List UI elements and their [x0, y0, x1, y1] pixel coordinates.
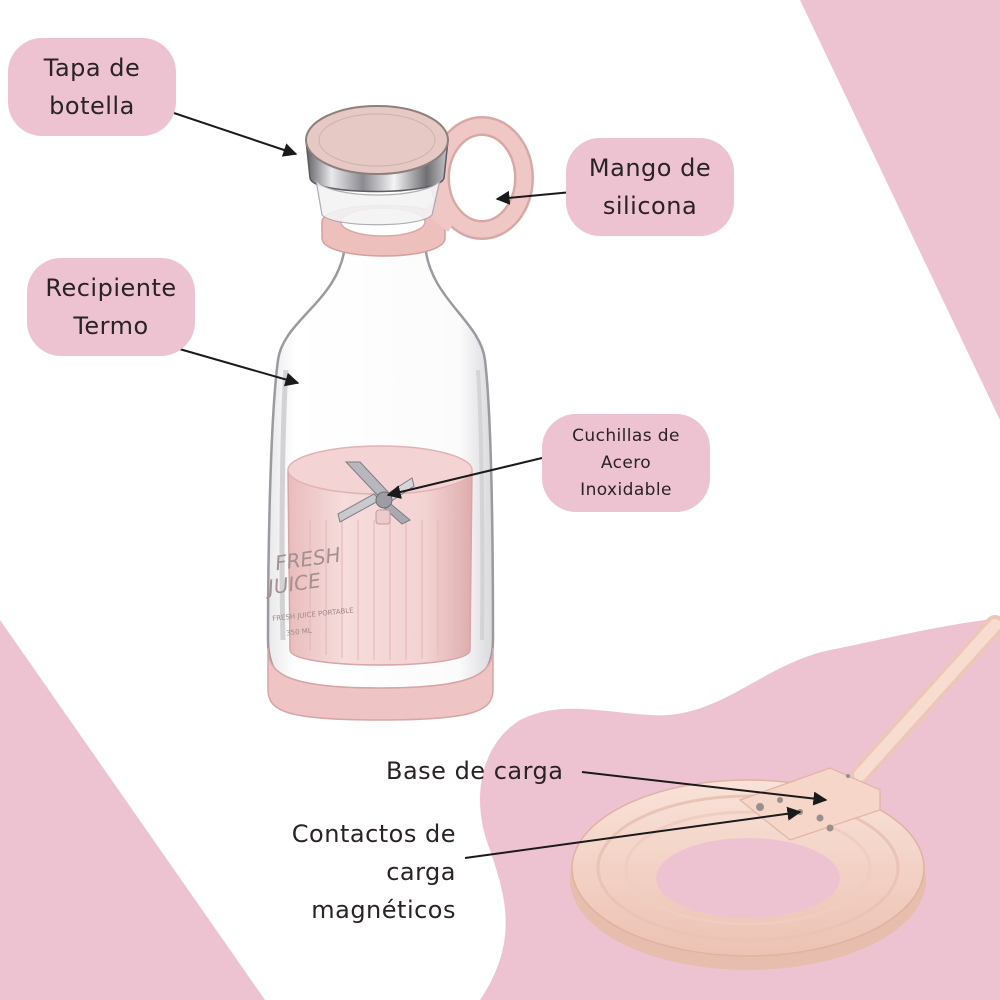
label-bottle-cap-line1: Tapa de — [43, 54, 141, 82]
bottle-base — [267, 647, 494, 721]
label-bottle-cap-line2: botella — [49, 92, 135, 120]
arrow-thermo-container — [175, 347, 300, 387]
label-charging-base-line1: Base de carga — [386, 757, 564, 785]
capacity-text: 350 ML — [286, 627, 312, 638]
label-magnetic-contacts-line2: carga magnéticos — [311, 858, 456, 924]
label-thermo-container: Recipiente Termo — [27, 258, 195, 356]
label-magnetic-contacts-line1: Contactos de — [291, 820, 456, 848]
base-center-hole — [656, 838, 840, 918]
arrow-charging-base — [581, 771, 828, 806]
label-silicone-handle-line2: silicona — [602, 192, 698, 220]
label-steel-blades-line1: Cuchillas de — [572, 425, 680, 446]
label-thermo-container-line2: Termo — [73, 312, 149, 340]
label-steel-blades: Cuchillas de Acero Inoxidable — [542, 414, 710, 512]
bg-shape-right — [800, 0, 1000, 420]
bottle: FRESH JUICE FRESH JUICE PORTABLE 350 ML — [262, 105, 534, 721]
bottle-cap — [305, 105, 449, 226]
arrow-silicone-handle — [495, 190, 573, 205]
label-silicone-handle-line1: Mango de — [588, 154, 712, 182]
label-silicone-handle: Mango de silicona — [566, 138, 734, 236]
arrow-magnetic-contacts — [464, 806, 802, 859]
label-magnetic-contacts: Contactos de carga magnéticos — [236, 815, 456, 929]
label-steel-blades-line2: Acero — [600, 452, 652, 473]
label-thermo-container-line1: Recipiente — [45, 274, 177, 302]
arrow-bottle-cap — [164, 109, 298, 157]
label-steel-blades-line3: Inoxidable — [580, 479, 672, 500]
charging-base — [570, 615, 1000, 970]
label-bottle-cap: Tapa de botella — [8, 38, 176, 136]
arrow-steel-blades — [386, 457, 543, 499]
bg-shape-left — [0, 620, 265, 1000]
label-charging-base: Base de carga — [386, 752, 564, 790]
